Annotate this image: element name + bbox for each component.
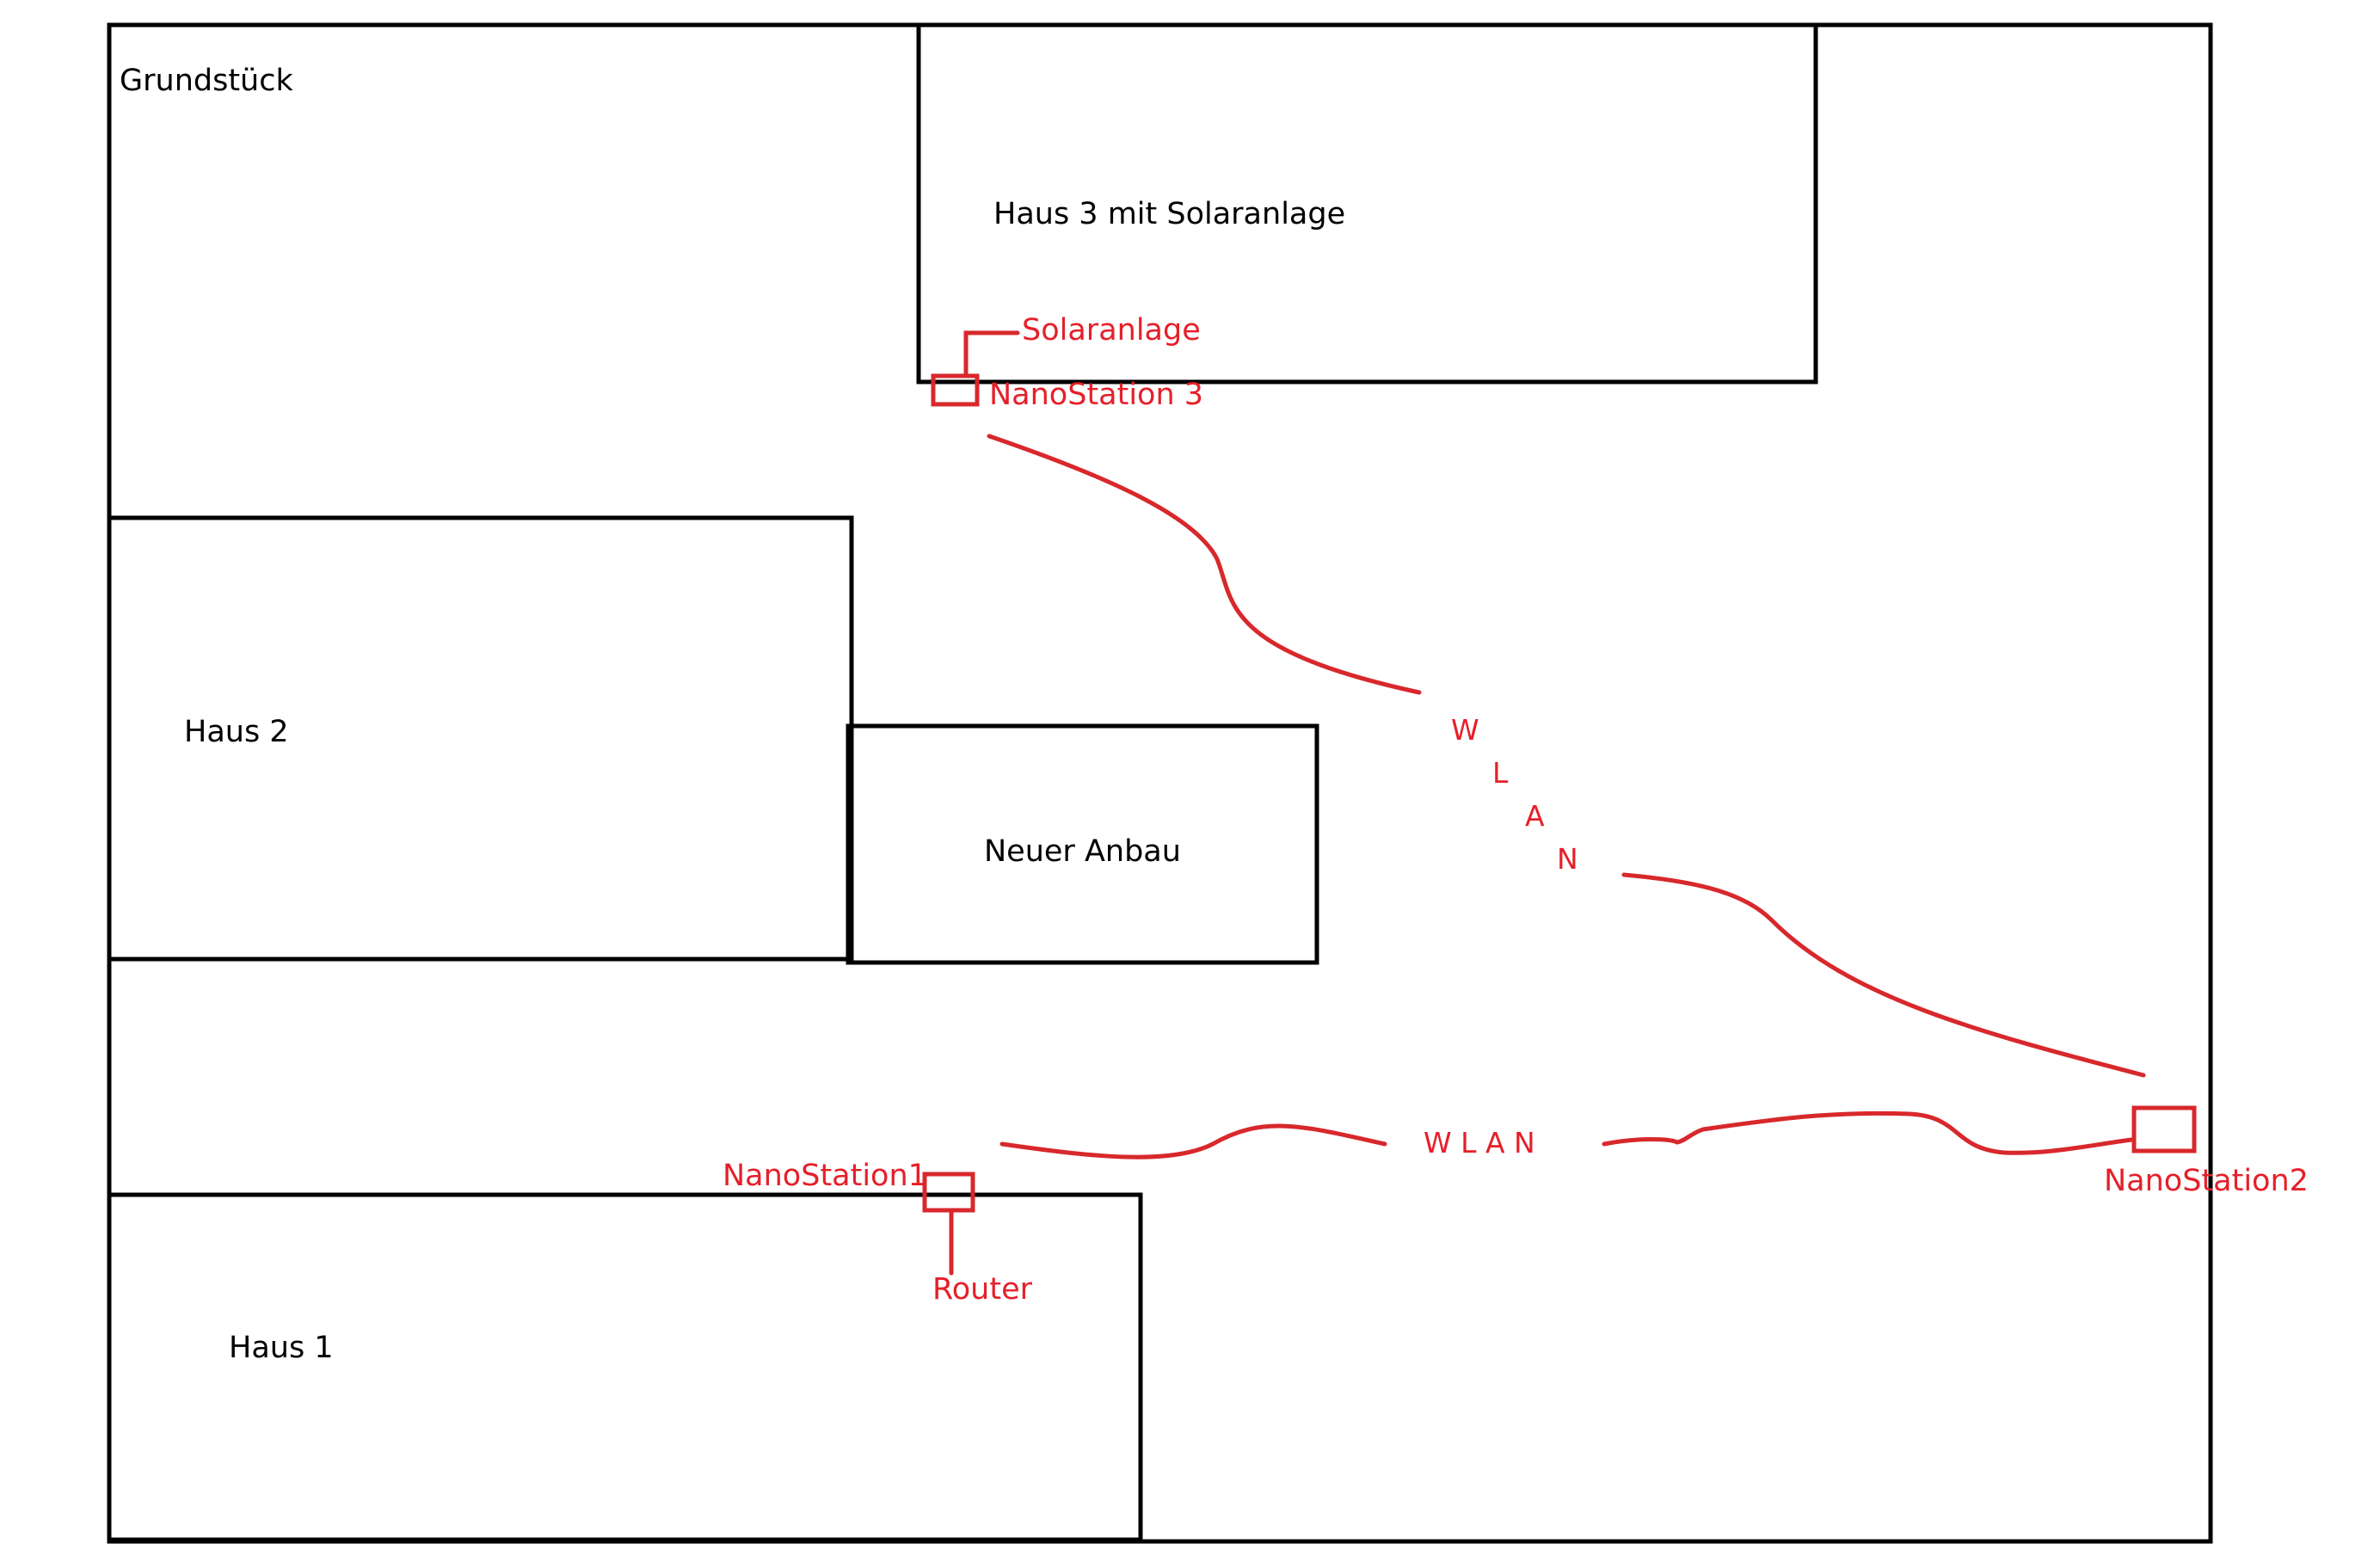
wlan-horizontal-right	[1602, 1110, 2134, 1155]
nanostation3-device	[931, 373, 980, 407]
solaranlage-connector	[963, 330, 1020, 378]
haus2-building	[107, 515, 854, 962]
haus3-building	[916, 22, 1818, 384]
wlan-horizontal-left	[999, 1123, 1387, 1160]
haus2-label: Haus 2	[184, 715, 289, 749]
plot-boundary	[107, 22, 2213, 1544]
nanostation1-device	[922, 1172, 975, 1213]
nanostation2-device	[2131, 1105, 2197, 1153]
haus1-building	[107, 1192, 1143, 1542]
haus1-label: Haus 1	[229, 1331, 334, 1365]
anbau-building	[846, 723, 1319, 965]
wlan-diagonal-lower	[1621, 872, 2146, 1078]
nanostation1-label: NanoStation1	[723, 1159, 927, 1193]
plot-label: Grundstück	[120, 64, 293, 98]
nanostation2-label: NanoStation2	[2104, 1164, 2309, 1198]
wlan-diagonal-letter-n: N	[1557, 842, 1578, 876]
router-label: Router	[932, 1272, 1033, 1307]
wlan-diagonal-letter-w: W	[1451, 713, 1479, 747]
haus3-label: Haus 3 mit Solaranlage	[993, 197, 1345, 231]
anbau-label: Neuer Anbau	[984, 834, 1181, 869]
wlan-diagonal-letter-l: L	[1492, 756, 1509, 790]
nanostation3-label: NanoStation 3	[989, 378, 1203, 412]
wlan-horizontal-label: W L A N	[1424, 1126, 1535, 1160]
wlan-diagonal-upper	[987, 434, 1422, 695]
solaranlage-label: Solaranlage	[1022, 313, 1201, 348]
wlan-diagonal-letter-a: A	[1525, 799, 1545, 833]
